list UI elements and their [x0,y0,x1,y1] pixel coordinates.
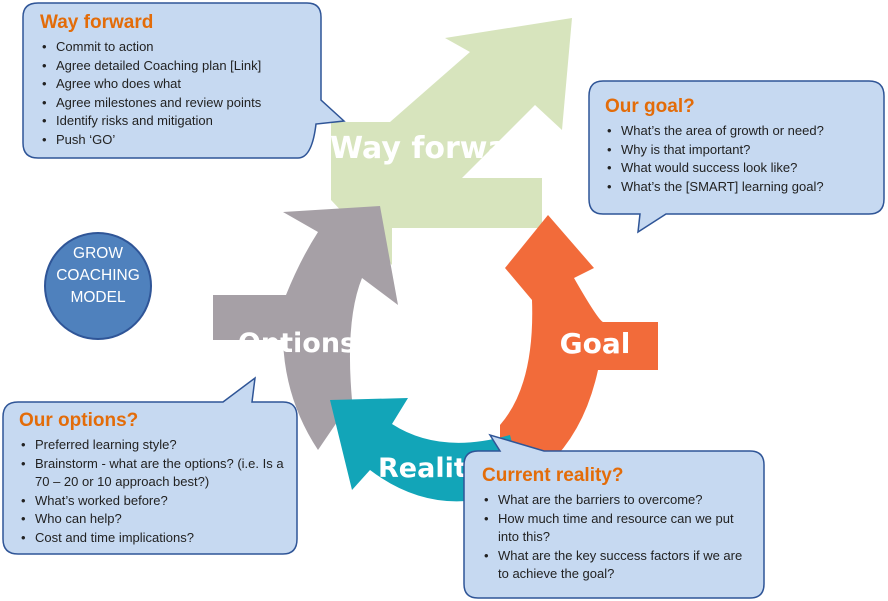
list-item: Preferred learning style? [19,436,291,455]
list-item: Push ‘GO’ [40,131,320,150]
options-arrow-label: Options [238,328,356,359]
list-item: What’s the [SMART] learning goal? [605,178,881,197]
list-item: What are the key success factors if we a… [482,547,750,584]
options-callout-text: Our options? Preferred learning style? B… [19,410,291,547]
list-item: Agree detailed Coaching plan [Link] [40,57,320,76]
goal-callout-text: Our goal? What’s the area of growth or n… [605,96,881,196]
list-item: What are the barriers to overcome? [482,491,750,510]
current-reality-title: Current reality? [482,465,624,486]
goal-arrow-label: Goal [560,327,631,360]
list-item: What’s worked before? [19,492,291,511]
list-item: Identify risks and mitigation [40,112,320,131]
list-item: Why is that important? [605,141,881,160]
list-item: What would success look like? [605,159,881,178]
list-item: Commit to action [40,38,320,57]
way-forward-callout-text: Way forward Commit to action Agree detai… [40,12,320,149]
options-list: Preferred learning style? Brainstorm - w… [19,436,291,547]
current-reality-list: What are the barriers to overcome? How m… [482,491,750,584]
list-item: How much time and resource can we put in… [482,510,750,547]
grow-coaching-model-circle [44,232,152,340]
way-forward-list: Commit to action Agree detailed Coaching… [40,38,320,149]
way-forward-title: Way forward [40,12,154,33]
list-item: Agree milestones and review points [40,94,320,113]
model-label-line-3: MODEL [70,289,126,306]
list-item: Cost and time implications? [19,529,291,548]
list-item: Brainstorm - what are the options? (i.e.… [19,455,291,492]
goal-list: What’s the area of growth or need? Why i… [605,122,881,196]
options-title: Our options? [19,410,139,431]
model-label-line-1: GROW [73,245,123,262]
options-arrow [213,206,398,450]
list-item: Agree who does what [40,75,320,94]
grow-coaching-model-label: GROW COACHING MODEL [46,243,150,309]
goal-arrow [500,215,658,475]
list-item: Who can help? [19,510,291,529]
way-forward-arrow [331,18,572,265]
current-reality-callout-text: Current reality? What are the barriers t… [482,465,750,584]
goal-title: Our goal? [605,96,695,117]
list-item: What’s the area of growth or need? [605,122,881,141]
way-forward-arrow-label: Way forward [330,131,544,166]
model-label-line-2: COACHING [56,267,140,284]
